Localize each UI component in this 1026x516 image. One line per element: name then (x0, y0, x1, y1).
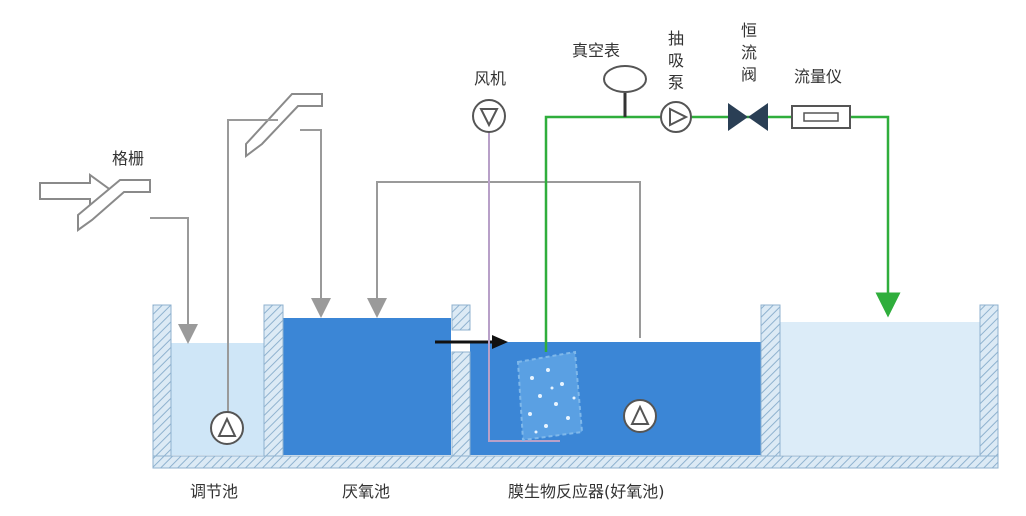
pipe-return-sludge (367, 181, 641, 338)
flowmeter-icon (791, 105, 851, 129)
pipe-grille2-to-anaerobic (300, 129, 331, 318)
suction-pump-char: 吸 (668, 51, 684, 70)
fan-label: 风机 (474, 69, 506, 88)
mbr-tank-water (470, 342, 761, 455)
vacuum-gauge-label: 真空表 (572, 41, 620, 60)
suction-pump-char: 泵 (668, 73, 684, 92)
anaerobic-tank-water (283, 318, 451, 455)
arrow-icon (492, 335, 508, 349)
effluent-tank-water (780, 322, 980, 455)
permeate-pipe (544, 115, 901, 352)
valve-icon (728, 103, 768, 131)
gauge-icon (603, 65, 647, 117)
pump-icon (660, 101, 692, 133)
air-pipe (488, 132, 560, 442)
constant-flow-valve-char: 恒 (741, 21, 757, 40)
membrane-module-icon (516, 350, 584, 442)
grille-label: 格栅 (112, 149, 144, 168)
constant-flow-valve-char: 流 (741, 43, 757, 62)
arrow-icon (880, 298, 896, 312)
anaerobic-tank-label: 厌氧池 (342, 482, 390, 501)
vacuum-gauge-label-line: 真空表 (572, 41, 620, 60)
constant-flow-valve-label: 恒 流 阀 (741, 21, 757, 84)
suction-pump-char: 抽 (668, 29, 684, 48)
mbr-tank-label: 膜生物反应器(好氧池) (508, 482, 665, 501)
grille-icon (245, 93, 323, 158)
grille-icon (77, 179, 151, 232)
suction-pump-label: 抽 吸 泵 (668, 29, 684, 92)
tank-walls (152, 304, 999, 469)
constant-flow-valve-char: 阀 (741, 65, 757, 84)
fan-icon (472, 99, 506, 133)
regulating-tank-label: 调节池 (190, 482, 238, 501)
pump-icon (623, 399, 657, 433)
flowmeter-label: 流量仪 (794, 67, 842, 86)
pump-icon (210, 411, 244, 445)
pipe-grille-to-regulating (150, 217, 198, 344)
pipe-pump-lift (227, 119, 278, 415)
